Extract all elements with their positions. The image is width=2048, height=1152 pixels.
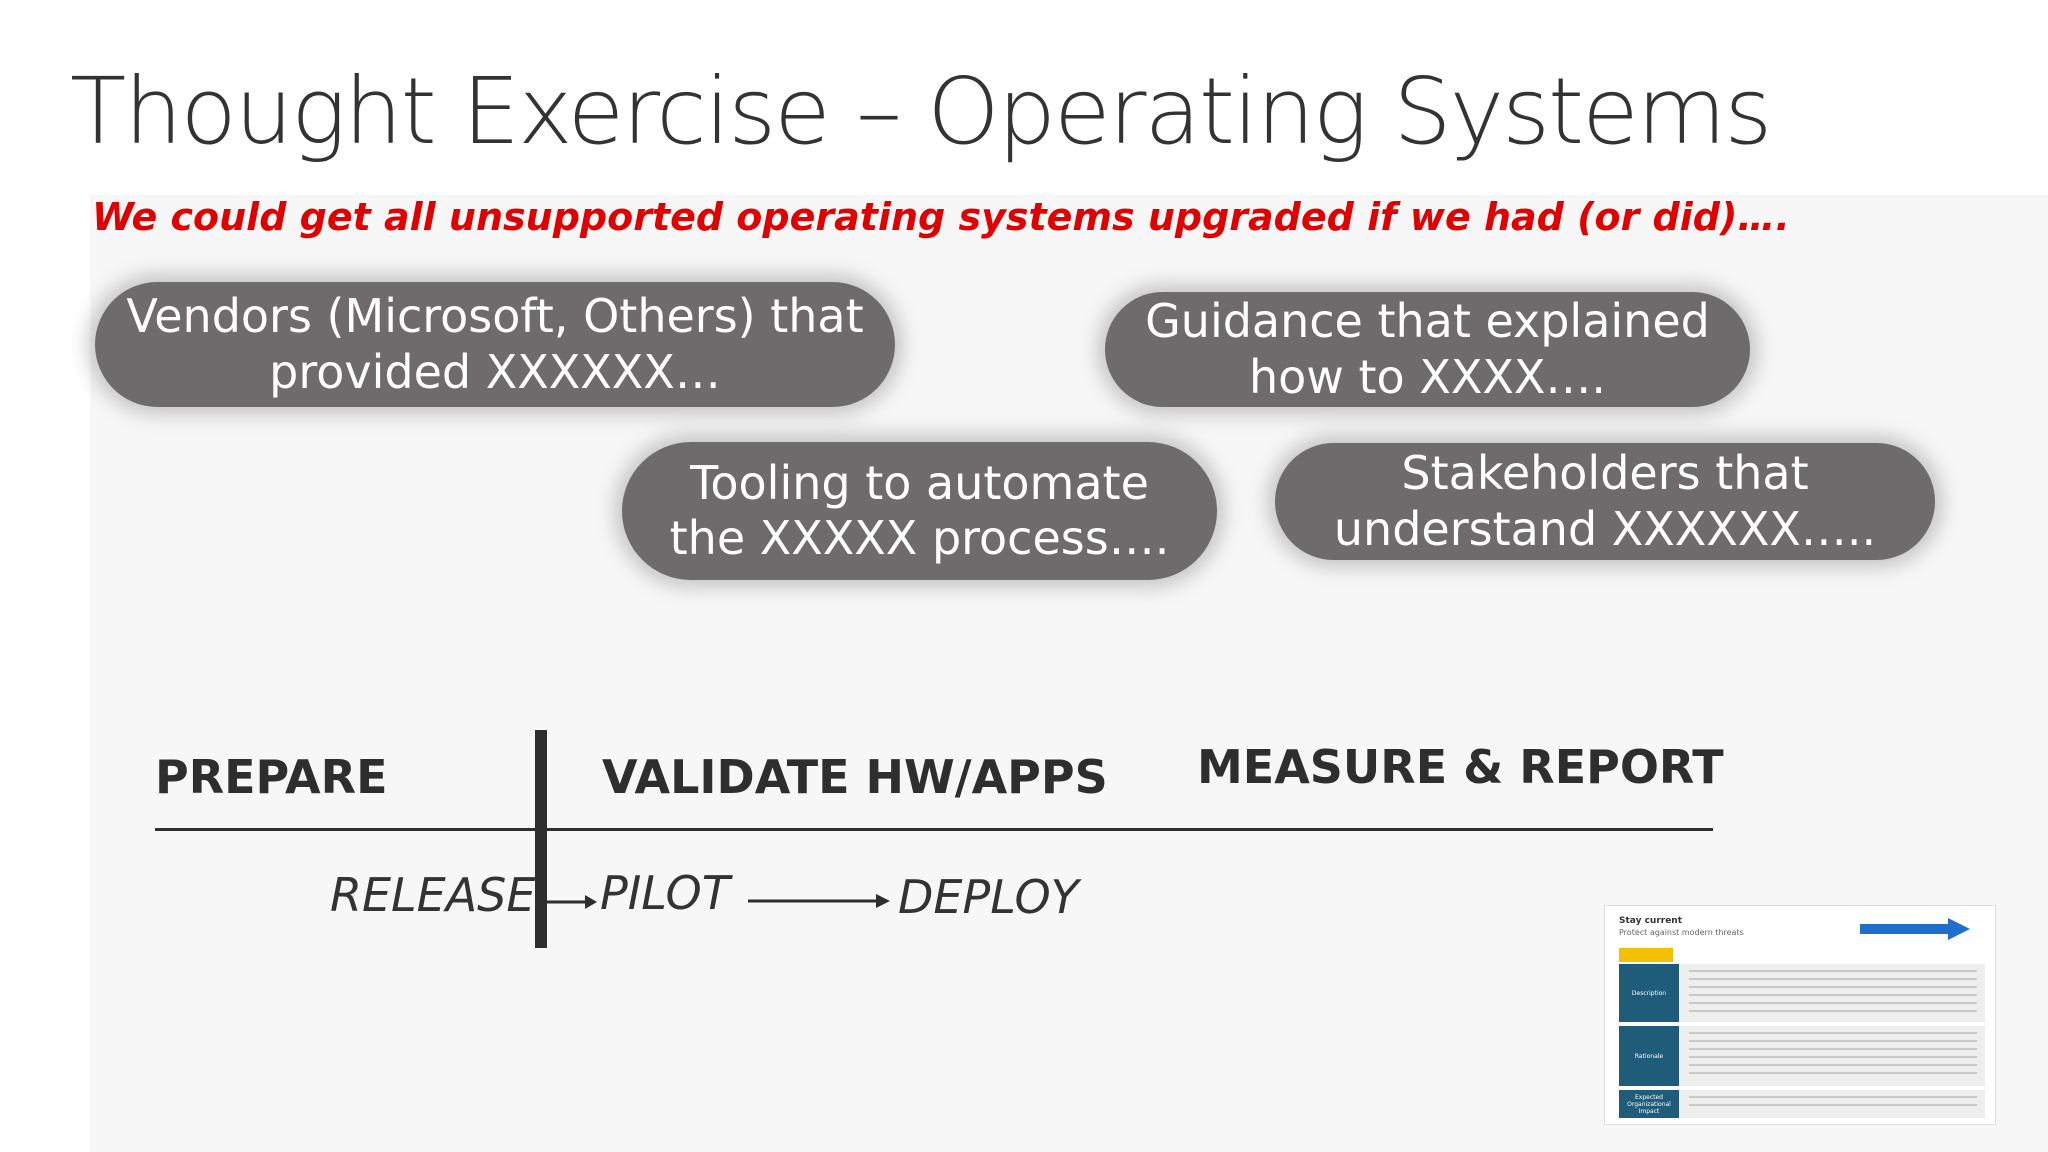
pill-guidance-line2: how to XXXX…. [1248,349,1606,404]
timeline-vertical-divider [535,730,547,948]
thumbnail-arrow-icon [1860,918,1970,940]
thumbnail-row-label: Expected Organizational Impact [1619,1090,1679,1118]
pill-tooling-line2: the XXXXX process…. [669,511,1170,565]
thumbnail-row-text [1689,970,1977,1016]
pill-stakeholders: Stakeholders that understand XXXXXX….. [1275,443,1935,560]
thumbnail-title: Stay current [1619,916,1683,926]
pill-tooling: Tooling to automate the XXXXX process…. [622,442,1217,580]
pill-stakeholders-line1: Stakeholders that [1401,446,1809,501]
slide-title: Thought Exercise – Operating Systems [70,58,1772,165]
thumbnail-row-text [1689,1096,1977,1112]
phase-validate: VALIDATE HW/APPS [602,750,1108,804]
pill-vendors-line2: provided XXXXXX… [269,344,721,399]
thumbnail-row-label: Rationale [1619,1026,1679,1086]
thumbnail-row-label: Description [1619,964,1679,1022]
thumbnail-row-description: Description [1619,964,1985,1022]
arrow-pilot-to-deploy-icon [748,894,890,908]
thumbnail-badge [1619,948,1673,962]
stage-deploy: DEPLOY [898,870,1079,924]
stage-pilot: PILOT [600,866,730,920]
pill-stakeholders-line2: understand XXXXXX….. [1333,501,1877,556]
thumbnail-row-text [1689,1032,1977,1080]
slide-subtitle: We could get all unsupported operating s… [92,195,1790,239]
phase-measure: MEASURE & REPORT [1197,740,1724,794]
pill-tooling-line1: Tooling to automate [690,455,1149,510]
thumbnail-subtitle: Protect against modern threats [1619,928,1744,937]
pill-guidance-line1: Guidance that explained [1145,294,1710,349]
phase-prepare: PREPARE [155,750,388,804]
thumbnail-row-impact: Expected Organizational Impact [1619,1090,1985,1118]
pill-vendors-line1: Vendors (Microsoft, Others) that [126,289,864,344]
pill-guidance: Guidance that explained how to XXXX…. [1105,292,1750,407]
stage-release: RELEASE [330,868,536,922]
thumbnail-row-rationale: Rationale [1619,1026,1985,1086]
slide-thumbnail: Stay current Protect against modern thre… [1604,905,1996,1125]
pill-vendors: Vendors (Microsoft, Others) that provide… [95,282,895,407]
arrow-release-to-pilot-icon [545,895,597,909]
timeline-horizontal-line [155,828,1713,831]
